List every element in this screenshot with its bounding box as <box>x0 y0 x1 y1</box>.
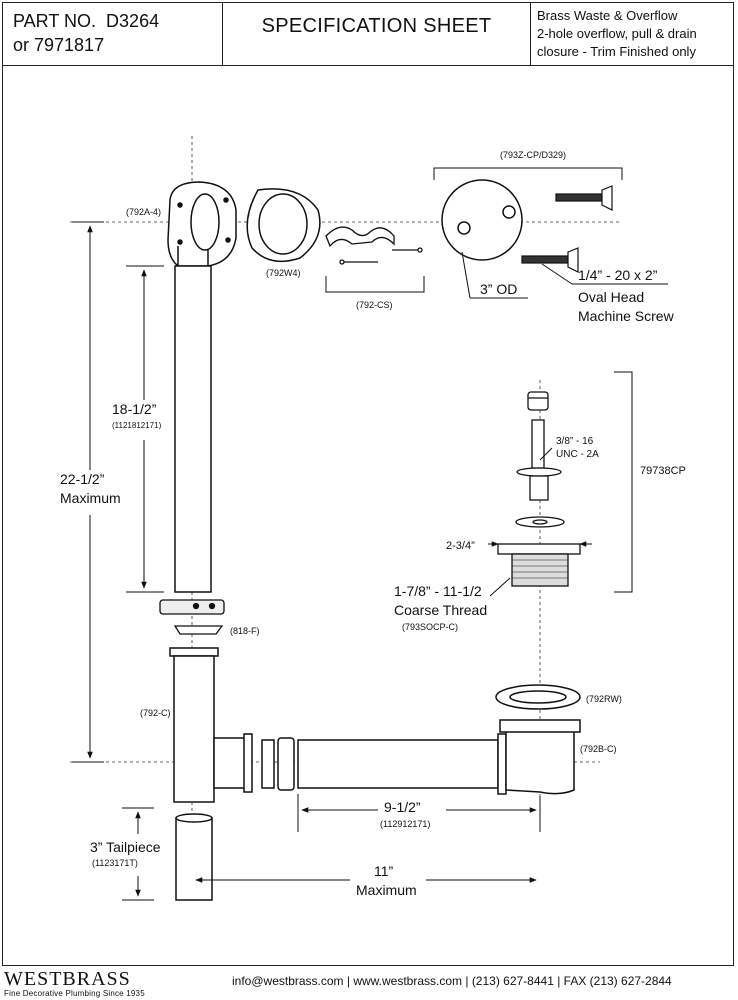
od-leader <box>461 251 528 299</box>
dim-max-height: 22-1/2” <box>60 471 105 487</box>
dim-max-height-label: Maximum <box>60 490 121 506</box>
drawing-frame <box>2 66 734 966</box>
dim-horizontal-len-part: (112912171) <box>380 819 430 829</box>
label-screw-name-2: Machine Screw <box>578 308 675 324</box>
contact-info: info@westbrass.com | www.westbrass.com |… <box>232 974 672 988</box>
part-number-cell: PART NO. D3264 or 7971817 <box>3 3 223 65</box>
label-792a4: (792A-4) <box>126 207 161 217</box>
thread-leader <box>489 577 511 597</box>
part-no-label: PART NO. <box>13 11 97 31</box>
product-description: Brass Waste & Overflow 2-hole overflow, … <box>531 3 735 65</box>
label-792rw: (792RW) <box>586 694 622 704</box>
shoe-thread-lines <box>512 559 568 579</box>
label-screw-size: 1/4” - 20 x 2” <box>578 267 658 283</box>
label-shoe-thread: 1-7/8” - 11-1/2 <box>394 583 482 599</box>
dim-max-width: 11” <box>374 863 394 879</box>
tee-drawing <box>169 647 295 803</box>
label-shoe-part: (793SOCP-C) <box>402 622 458 632</box>
brand-tagline: Fine Decorative Plumbing Since 1935 <box>4 989 145 998</box>
label-screw-name-1: Oval Head <box>578 289 644 305</box>
dim-tailpiece: 3” Tailpiece <box>90 839 161 855</box>
overflow-pipe-drawing <box>174 246 212 593</box>
clip-bracket <box>325 276 425 293</box>
drain-assembly-bracket <box>614 371 633 593</box>
alt-part-no: or 7971817 <box>13 35 105 55</box>
clip-drawing <box>325 226 423 265</box>
drain-assembly-drawing <box>497 391 581 587</box>
horizontal-pipe-drawing <box>297 719 581 795</box>
desc-line-3: closure - Trim Finished only <box>537 44 696 59</box>
label-faceplate: (793Z-CP/D329) <box>500 150 566 160</box>
sheet-title: SPECIFICATION SHEET <box>223 3 531 65</box>
label-792w4: (792W4) <box>266 268 301 278</box>
dim-max-width-label: Maximum <box>356 882 417 898</box>
dim-tailpiece-part: (1123171T) <box>92 858 138 868</box>
faceplate-bracket <box>433 167 623 180</box>
technical-drawing: (792A-4) (792W4) (792-CS) (793Z-CP/D329)… <box>60 136 686 901</box>
brand-name: WESTBRASS <box>4 968 131 990</box>
dim-vertical-len-part: (1121812171) <box>112 421 162 430</box>
label-coarse-thread: Coarse Thread <box>394 602 487 618</box>
part-no: D3264 <box>106 11 160 31</box>
gasket-drawing <box>246 188 321 263</box>
westbrass-logo: WESTBRASS Fine Decorative Plumbing Since… <box>4 968 145 998</box>
dim-vertical-len: 18-1/2” <box>112 401 157 417</box>
label-stem-thread-2: UNC - 2A <box>556 449 599 460</box>
page-footer: WESTBRASS Fine Decorative Plumbing Since… <box>0 966 738 1000</box>
desc-line-2: 2-hole overflow, pull & drain <box>537 26 697 41</box>
label-od: 3” OD <box>480 281 517 297</box>
rubber-washer-drawing <box>495 684 581 710</box>
dim-horizontal-len: 9-1/2” <box>384 799 421 815</box>
overflow-elbow-drawing <box>167 181 237 267</box>
desc-line-1: Brass Waste & Overflow <box>537 8 678 23</box>
label-flange-width: 2-3/4” <box>446 540 475 552</box>
label-stem-thread-1: 3/8” - 16 <box>556 436 594 447</box>
label-792bc: (792B-C) <box>580 744 617 754</box>
tailpiece-drawing <box>175 813 213 901</box>
screw-leader <box>541 263 668 285</box>
dimension-lines <box>72 221 541 901</box>
faceplate-drawing <box>441 179 523 261</box>
label-79738cp: 79738CP <box>640 465 686 477</box>
stem-leader <box>539 447 553 461</box>
spec-header: PART NO. D3264 or 7971817 SPECIFICATION … <box>2 2 734 66</box>
label-792cs: (792-CS) <box>356 300 393 310</box>
label-792c: (792-C) <box>140 708 171 718</box>
nut-drawing <box>159 599 225 635</box>
label-818f: (818-F) <box>230 626 260 636</box>
screw-drawings <box>521 185 613 273</box>
